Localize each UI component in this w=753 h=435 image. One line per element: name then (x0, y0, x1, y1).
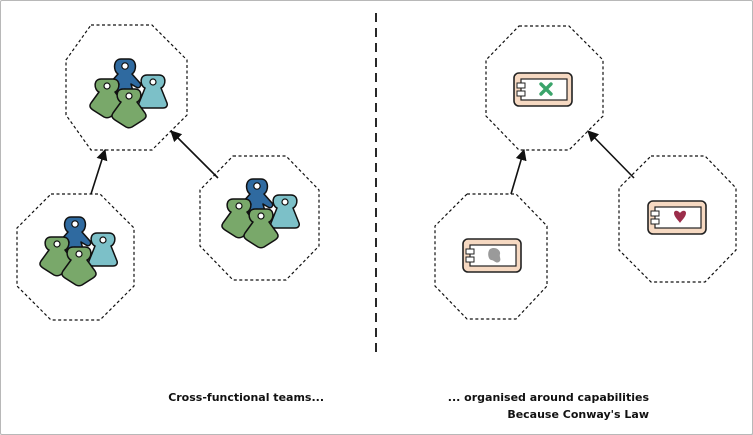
component-top-box (513, 72, 573, 107)
team-bottom-right-group (221, 178, 300, 249)
team-bottom-right-octagon (199, 155, 320, 281)
green-person-icon (111, 88, 147, 129)
teal-person-icon (138, 74, 168, 109)
arrow-bottom-left-to-top (90, 148, 108, 195)
arrow-component-bottom-left-to-top (510, 148, 527, 195)
component-bottom-left-octagon (434, 193, 548, 320)
component-top-octagon (485, 25, 604, 151)
team-top-octagon (65, 24, 188, 151)
green-person-icon (61, 246, 97, 287)
caption-right-line1: ... organised around capabilities (447, 391, 649, 404)
right-panel (434, 25, 737, 320)
green-person-icon (243, 208, 279, 249)
caption-left: Cross-functional teams... (168, 389, 324, 406)
left-panel (16, 24, 320, 321)
teal-person-icon (270, 194, 300, 229)
heart-icon (674, 210, 686, 223)
green-person-icon (221, 198, 257, 239)
arrow-component-bottom-right-to-top (587, 130, 635, 179)
caption-right: ... organised around capabilities Becaus… (448, 389, 649, 423)
arrow-bottom-right-to-top (170, 130, 219, 179)
component-bottom-right-box (647, 200, 707, 235)
green-person-icon (39, 236, 75, 277)
component-bottom-left-box (462, 238, 522, 273)
blob-icon (488, 247, 501, 263)
green-person-icon (89, 78, 125, 119)
caption-left-text: Cross-functional teams... (168, 391, 324, 404)
caption-right-line2: Because Conway's Law (507, 408, 649, 421)
team-top-group (89, 58, 168, 129)
team-bottom-left-group (39, 216, 118, 287)
teal-person-icon (88, 232, 118, 267)
component-bottom-right-octagon (618, 155, 737, 283)
x-icon (539, 82, 553, 96)
